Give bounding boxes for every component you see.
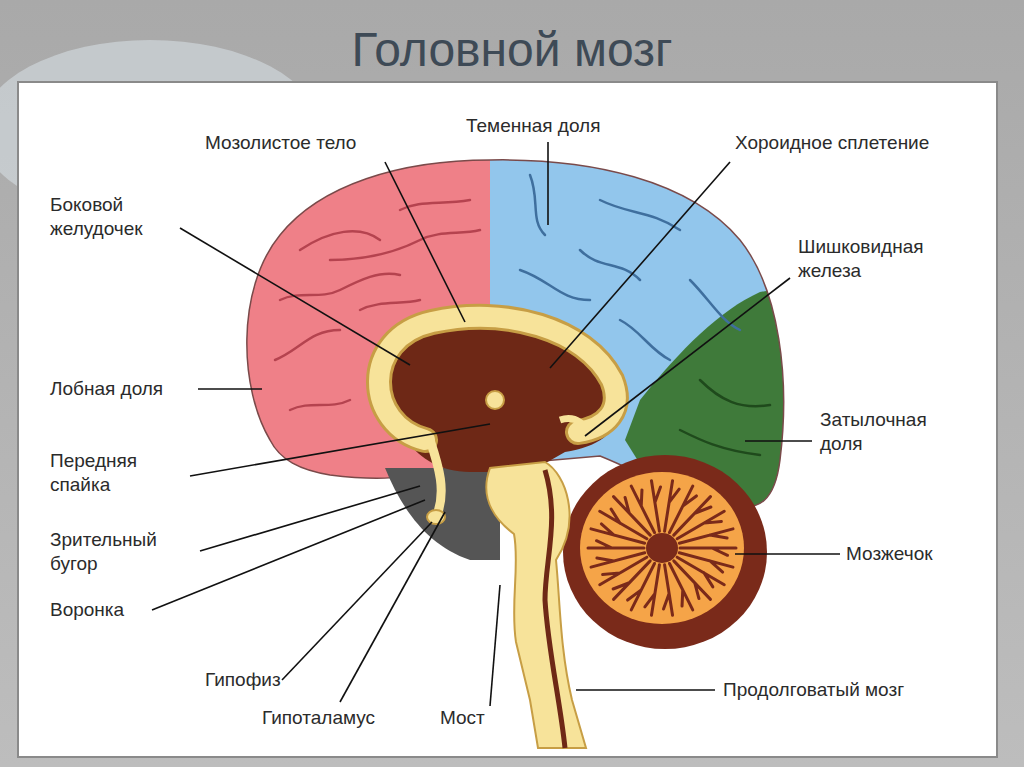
fornix [430, 440, 441, 512]
cerebellum-outer [563, 455, 767, 649]
part-label: Воронка [50, 598, 124, 622]
diencephalon [379, 314, 618, 472]
part-label: Затылочная доля [820, 408, 965, 456]
leader-line [200, 486, 420, 551]
part-label: Продолговатый мозг [723, 678, 904, 702]
arbor-branch [664, 565, 673, 615]
arbor-branch [669, 563, 692, 609]
leader-line [585, 278, 790, 436]
cerebellum-inner [580, 472, 744, 624]
part-label: Мозжечок [846, 542, 933, 566]
part-label: Мозолистое тело [205, 131, 356, 155]
occipital-gyri [680, 380, 770, 455]
leader-line [735, 553, 840, 555]
leader-line [198, 388, 262, 390]
arbor-branch [591, 553, 645, 567]
part-label: Шишковидная железа [798, 235, 968, 283]
fourth-ventricle [545, 470, 565, 748]
part-label: Гипоталамус [262, 706, 375, 730]
leader-lines [152, 142, 840, 706]
cerebrum-outline [247, 160, 784, 508]
leader-line [547, 142, 549, 225]
corpus-callosum-edge [379, 317, 616, 440]
leader-line [745, 440, 812, 442]
slide-title: Головной мозг [0, 22, 1024, 77]
leader-line [180, 228, 410, 365]
leader-line [152, 500, 425, 610]
leader-line [550, 162, 730, 368]
arbor-branch [651, 481, 660, 531]
corpus-callosum [379, 317, 616, 440]
part-label: Мост [440, 706, 485, 730]
brainstem [486, 462, 586, 748]
part-label: Гипофиз [205, 668, 281, 692]
leader-line [490, 585, 500, 706]
part-label: Зрительный бугор [50, 528, 200, 576]
arbor-branch [677, 511, 724, 539]
leader-line [282, 522, 432, 680]
leader-line [190, 424, 490, 476]
arbor-core [646, 533, 678, 563]
part-label: Передняя спайка [50, 449, 175, 497]
pineal-body [560, 419, 586, 438]
part-label: Теменная доля [466, 114, 600, 138]
anterior-commissure [486, 391, 504, 409]
leader-line [340, 512, 445, 702]
leader-line [385, 162, 465, 322]
part-label: Боковой желудочек [50, 193, 180, 241]
arbor-branch [665, 481, 680, 531]
arbor-vitae [588, 481, 736, 616]
arbor-branch [679, 529, 733, 543]
arbor-branch [645, 565, 660, 615]
arbor-branch [631, 486, 654, 532]
part-label: Лобная доля [50, 377, 163, 401]
leader-line [576, 689, 715, 691]
arbor-branch [600, 557, 647, 585]
figure-panel [18, 82, 997, 757]
part-label: Хороидное сплетение [735, 131, 929, 155]
